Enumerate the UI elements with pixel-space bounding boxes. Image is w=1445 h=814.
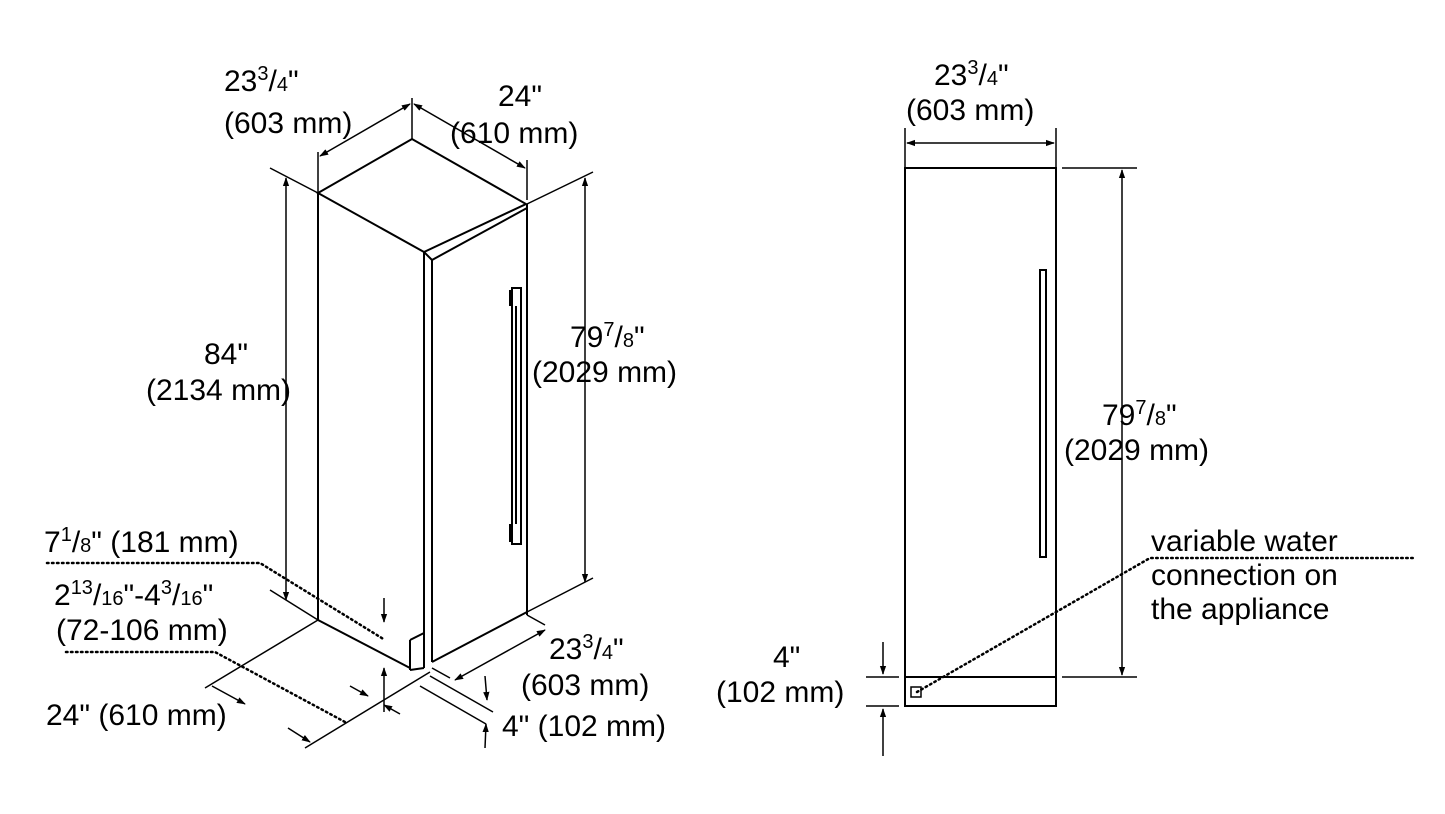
isometric-cabinet (315, 137, 529, 671)
front-view-cabinet (904, 167, 1057, 707)
front-width-label: 233/4" (934, 57, 1009, 92)
isometric-dimension-lines (45, 98, 594, 749)
cabinet-top-face (315, 137, 529, 254)
door-top-edge (423, 207, 528, 262)
water-connection-icon (910, 686, 922, 698)
top-width-mm: (610 mm) (450, 117, 578, 150)
front-view-labels: 233/4" (603 mm) 797/8" (2029 mm) 4" (102… (716, 57, 1338, 709)
front-view-dimension-lines (866, 128, 1418, 756)
kick-range-label: 213/16"-43/16" (54, 577, 213, 612)
bottom-width-label: 24" (610 mm) (46, 699, 227, 732)
front-door-outline (904, 167, 1057, 707)
front-height-mm: (2029 mm) (1064, 434, 1209, 467)
water-note-line2: connection on (1151, 559, 1338, 592)
front-toe-mm: (102 mm) (716, 676, 844, 709)
kick-range-mm: (72-106 mm) (56, 614, 228, 647)
isometric-labels: 233/4" (603 mm) 24" (610 mm) 84" (2134 m… (44, 63, 677, 743)
bottom-depth-label: 233/4" (549, 631, 624, 666)
water-note-line1: variable water (1151, 525, 1338, 558)
front-width-mm: (603 mm) (906, 94, 1034, 127)
top-width-label: 24" (498, 80, 542, 113)
total-height-label: 84" (204, 338, 248, 371)
front-door-handle (1039, 269, 1047, 558)
toe-offset-label: 71/8" (181 mm) (44, 524, 239, 559)
toe-kick-label: 4" (102 mm) (502, 710, 666, 743)
door-handle (509, 287, 522, 545)
top-depth-mm: (603 mm) (224, 107, 352, 140)
total-height-mm: (2134 mm) (146, 374, 291, 407)
door-height-label: 797/8" (570, 319, 645, 354)
water-note-line3: the appliance (1151, 593, 1329, 626)
door-height-mm: (2029 mm) (532, 356, 677, 389)
top-depth-label: 233/4" (224, 63, 299, 98)
front-height-label: 797/8" (1102, 397, 1177, 432)
front-toe-label: 4" (773, 641, 800, 674)
bottom-depth-mm: (603 mm) (521, 669, 649, 702)
